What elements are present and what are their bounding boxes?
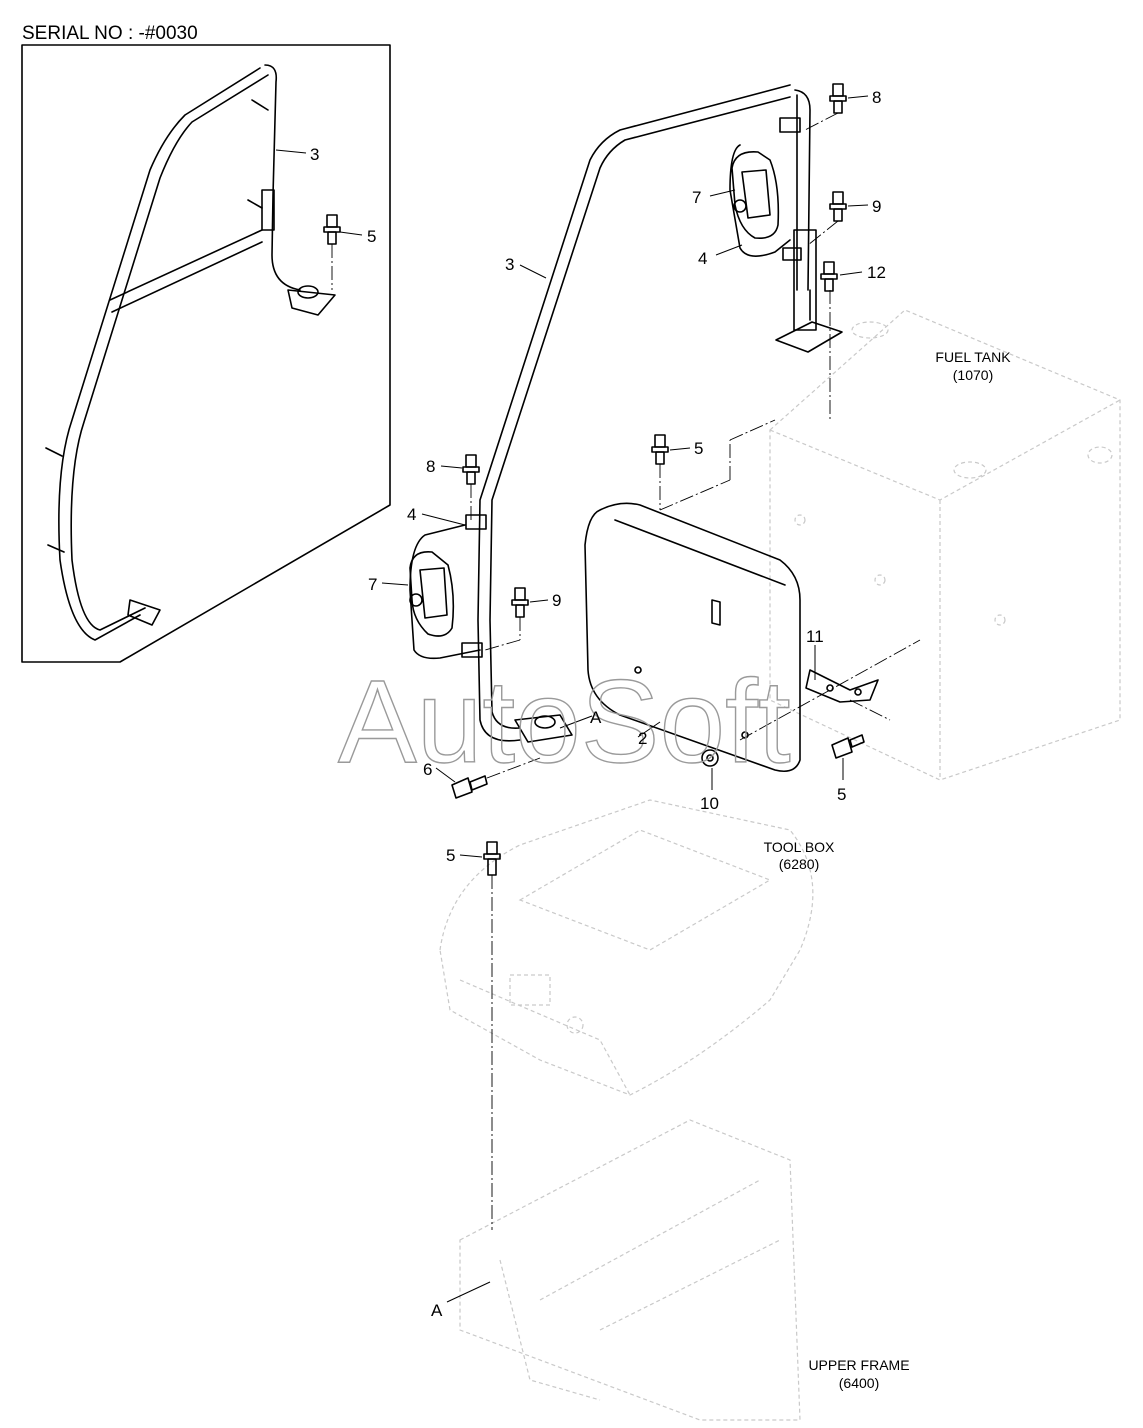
ref-upper-frame: UPPER FRAME (6400): [808, 1357, 909, 1391]
bolt-6: [451, 775, 488, 799]
ref-fuel-tank-name: FUEL TANK: [935, 349, 1011, 365]
callout-right-5: 5: [837, 785, 846, 804]
bracket-11: [805, 669, 879, 703]
inset-handrail: [45, 64, 336, 641]
callout-left-4: 4: [407, 505, 416, 524]
bolt-5-right: [831, 734, 865, 759]
bolts: [323, 83, 865, 876]
bolt-5-toolbox: [483, 841, 501, 876]
callout-cover-5: 5: [694, 439, 703, 458]
callouts: 3 5 3 8 7 9 4 12 5 8 4 7 9 11 A 2 6 10 5…: [310, 88, 886, 1320]
callout-item-10: 10: [700, 794, 719, 813]
ref-upper-frame-name: UPPER FRAME: [808, 1357, 909, 1373]
upper-mirror-assembly: [729, 117, 802, 261]
leader-lines: [275, 95, 869, 1303]
watermark: AutoSoft: [338, 656, 791, 788]
callout-item-a-bottom: A: [431, 1301, 443, 1320]
callout-top-12: 12: [867, 263, 886, 282]
main-handrail: [477, 84, 843, 743]
bolt-12: [820, 261, 838, 292]
ref-tool-box: TOOL BOX (6280): [764, 839, 835, 872]
callout-left-8: 8: [426, 457, 435, 476]
callout-toolbox-5: 5: [446, 846, 455, 865]
ref-tool-box-code: (6280): [779, 856, 819, 872]
callout-item-6: 6: [423, 760, 432, 779]
callout-inset-5: 5: [367, 227, 376, 246]
callout-top-7: 7: [692, 188, 701, 207]
cover-panel: [584, 502, 801, 773]
assembly-lines: [331, 112, 921, 1230]
callout-top-9: 9: [872, 197, 881, 216]
callout-item-11: 11: [806, 627, 824, 646]
callout-item-a-top: A: [590, 708, 602, 727]
ref-fuel-tank: FUEL TANK (1070): [935, 349, 1011, 383]
ref-upper-frame-code: (6400): [839, 1375, 879, 1391]
callout-left-9: 9: [552, 591, 561, 610]
bolt-8-top: [829, 83, 847, 114]
callout-main-3: 3: [505, 255, 514, 274]
ref-tool-box-name: TOOL BOX: [764, 839, 835, 855]
callout-inset-3: 3: [310, 145, 319, 164]
callout-left-7: 7: [368, 575, 377, 594]
nut-10: [701, 749, 719, 767]
bolt-5-cover: [651, 434, 669, 465]
callout-item-2: 2: [638, 729, 647, 748]
fuel-tank-outline: [769, 309, 1121, 781]
callout-top-8: 8: [872, 88, 881, 107]
upper-frame-outline: [459, 1119, 801, 1421]
serial-inset-frame: [21, 44, 391, 663]
tool-box-outline: [439, 799, 814, 1096]
bolt-9-left: [511, 587, 529, 618]
serial-number: SERIAL NO : -#0030: [22, 23, 198, 44]
lower-mirror-assembly: [409, 514, 487, 660]
ref-fuel-tank-code: (1070): [953, 367, 993, 383]
bolt-9-top: [829, 191, 847, 222]
bolt-8-left: [462, 454, 480, 485]
callout-top-4: 4: [698, 249, 707, 268]
bolt-5-inset: [323, 214, 341, 245]
